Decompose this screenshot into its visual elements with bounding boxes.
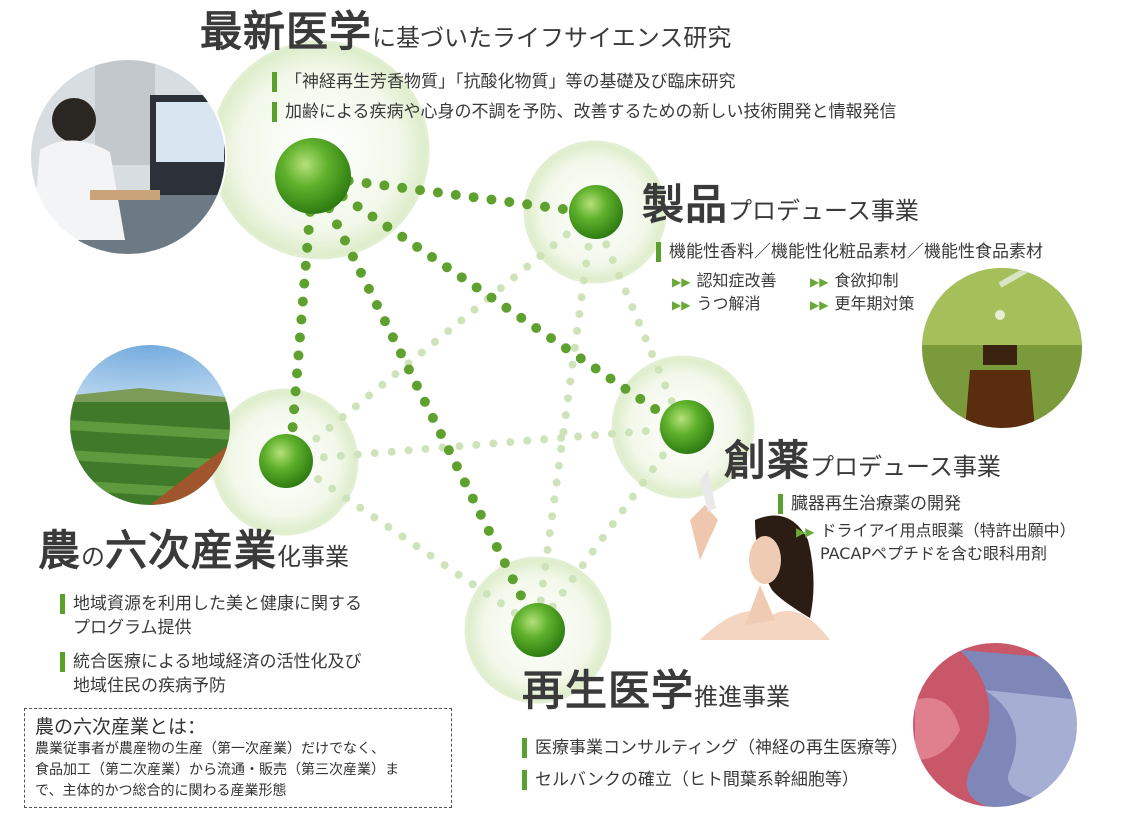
halo-rings: [210, 40, 755, 704]
product-title-big: 製品: [642, 180, 729, 229]
product-sub-right: ▶▶食欲抑制 ▶▶更年期対策: [810, 270, 914, 316]
farm-field-photo: [70, 345, 230, 505]
drug-items: 臓器再生治療薬の開発: [778, 492, 961, 516]
list-item: 医療事業コンサルティング（神経の再生医療等）: [522, 736, 908, 760]
sub-item: ▶▶うつ解消: [672, 294, 761, 313]
latest-title-big: 最新医学: [200, 7, 373, 56]
drug-sub: ▶▶ドライアイ用点眼薬（特許出願中） PACAPペプチドを含む眼科用剤: [796, 520, 1076, 564]
green-nodes: [259, 138, 714, 657]
product-sub-left: ▶▶認知症改善 ▶▶うつ解消: [672, 270, 776, 316]
sub-item: ▶▶更年期対策: [810, 294, 915, 313]
list-item: 臓器再生治療薬の開発: [778, 492, 961, 516]
list-item: 地域資源を利用した美と健康に関する: [60, 592, 362, 616]
regen-title-small: 推進事業: [694, 683, 791, 711]
agri-title-small2: 化事業: [277, 543, 350, 571]
tissue-micrograph-photo: [912, 642, 1078, 808]
latest-title-small: に基づいたライフサイエンス研究: [372, 24, 732, 52]
definition-line: 農業従事者が農産物の生産（第一次産業）だけでなく、: [35, 741, 385, 757]
product-heading: 製品プロデュース事業: [642, 184, 919, 226]
drug-title-small: プロデュース事業: [810, 453, 1001, 481]
agri-heading: 農の六次産業化事業: [38, 530, 349, 572]
regen-heading: 再生医学推進事業: [522, 670, 790, 712]
list-item: 「神経再生芳香物質」「抗酸化物質」等の基礎及び臨床研究: [272, 70, 897, 94]
drug-title-big: 創薬: [724, 436, 811, 485]
agri-title-big2: 六次産業: [105, 526, 278, 575]
product-title-small: プロデュース事業: [728, 197, 919, 225]
sub-item: ▶▶ドライアイ用点眼薬（特許出願中）: [796, 521, 1076, 540]
regen-title-big: 再生医学: [522, 666, 695, 715]
dark-connectors: [285, 171, 688, 633]
product-items: 機能性香料／機能性化粧品素材／機能性食品素材: [656, 240, 1043, 264]
list-item: 加齢による疾病や心身の不調を予防、改善するための新しい技術開発と情報発信: [272, 100, 897, 124]
agri-items: 地域資源を利用した美と健康に関する プログラム提供 統合医療による地域経済の活性…: [60, 592, 362, 698]
dropper-bottle-photo: [922, 268, 1082, 428]
definition-box: 農の六次産業とは： 農業従事者が農産物の生産（第一次産業）だけでなく、 食品加工…: [24, 708, 452, 808]
list-item: セルバンクの確立（ヒト間葉系幹細胞等）: [522, 768, 908, 792]
definition-line: で、主体的かつ総合的に関わる産業形態: [35, 783, 287, 799]
list-item: 機能性香料／機能性化粧品素材／機能性食品素材: [656, 240, 1043, 264]
sub-item: ▶▶食欲抑制: [810, 271, 899, 290]
agri-title-small1: の: [81, 543, 106, 571]
eye-drops-woman-photo: [690, 470, 830, 640]
agri-title-big1: 農: [38, 526, 82, 575]
light-connectors: [286, 209, 687, 632]
list-item: 統合医療による地域経済の活性化及び: [60, 650, 362, 674]
sub-item: ▶▶認知症改善: [672, 271, 777, 290]
latest-heading: 最新医学に基づいたライフサイエンス研究: [200, 11, 731, 53]
regen-items: 医療事業コンサルティング（神経の再生医療等） セルバンクの確立（ヒト間葉系幹細胞…: [522, 736, 908, 792]
definition-line: 食品加工（第二次産業）から流通・販売（第三次産業）ま: [35, 762, 399, 778]
sub-item: PACAPペプチドを含む眼科用剤: [820, 544, 1048, 563]
microscope-lab-photo: [30, 59, 226, 255]
list-item-cont: プログラム提供: [73, 618, 192, 638]
definition-title: 農の六次産業とは：: [35, 716, 207, 738]
list-item-cont: 地域住民の疾病予防: [73, 676, 226, 696]
drug-heading: 創薬プロデュース事業: [724, 440, 1001, 482]
latest-items: 「神経再生芳香物質」「抗酸化物質」等の基礎及び臨床研究 加齢による疾病や心身の不…: [272, 70, 897, 124]
